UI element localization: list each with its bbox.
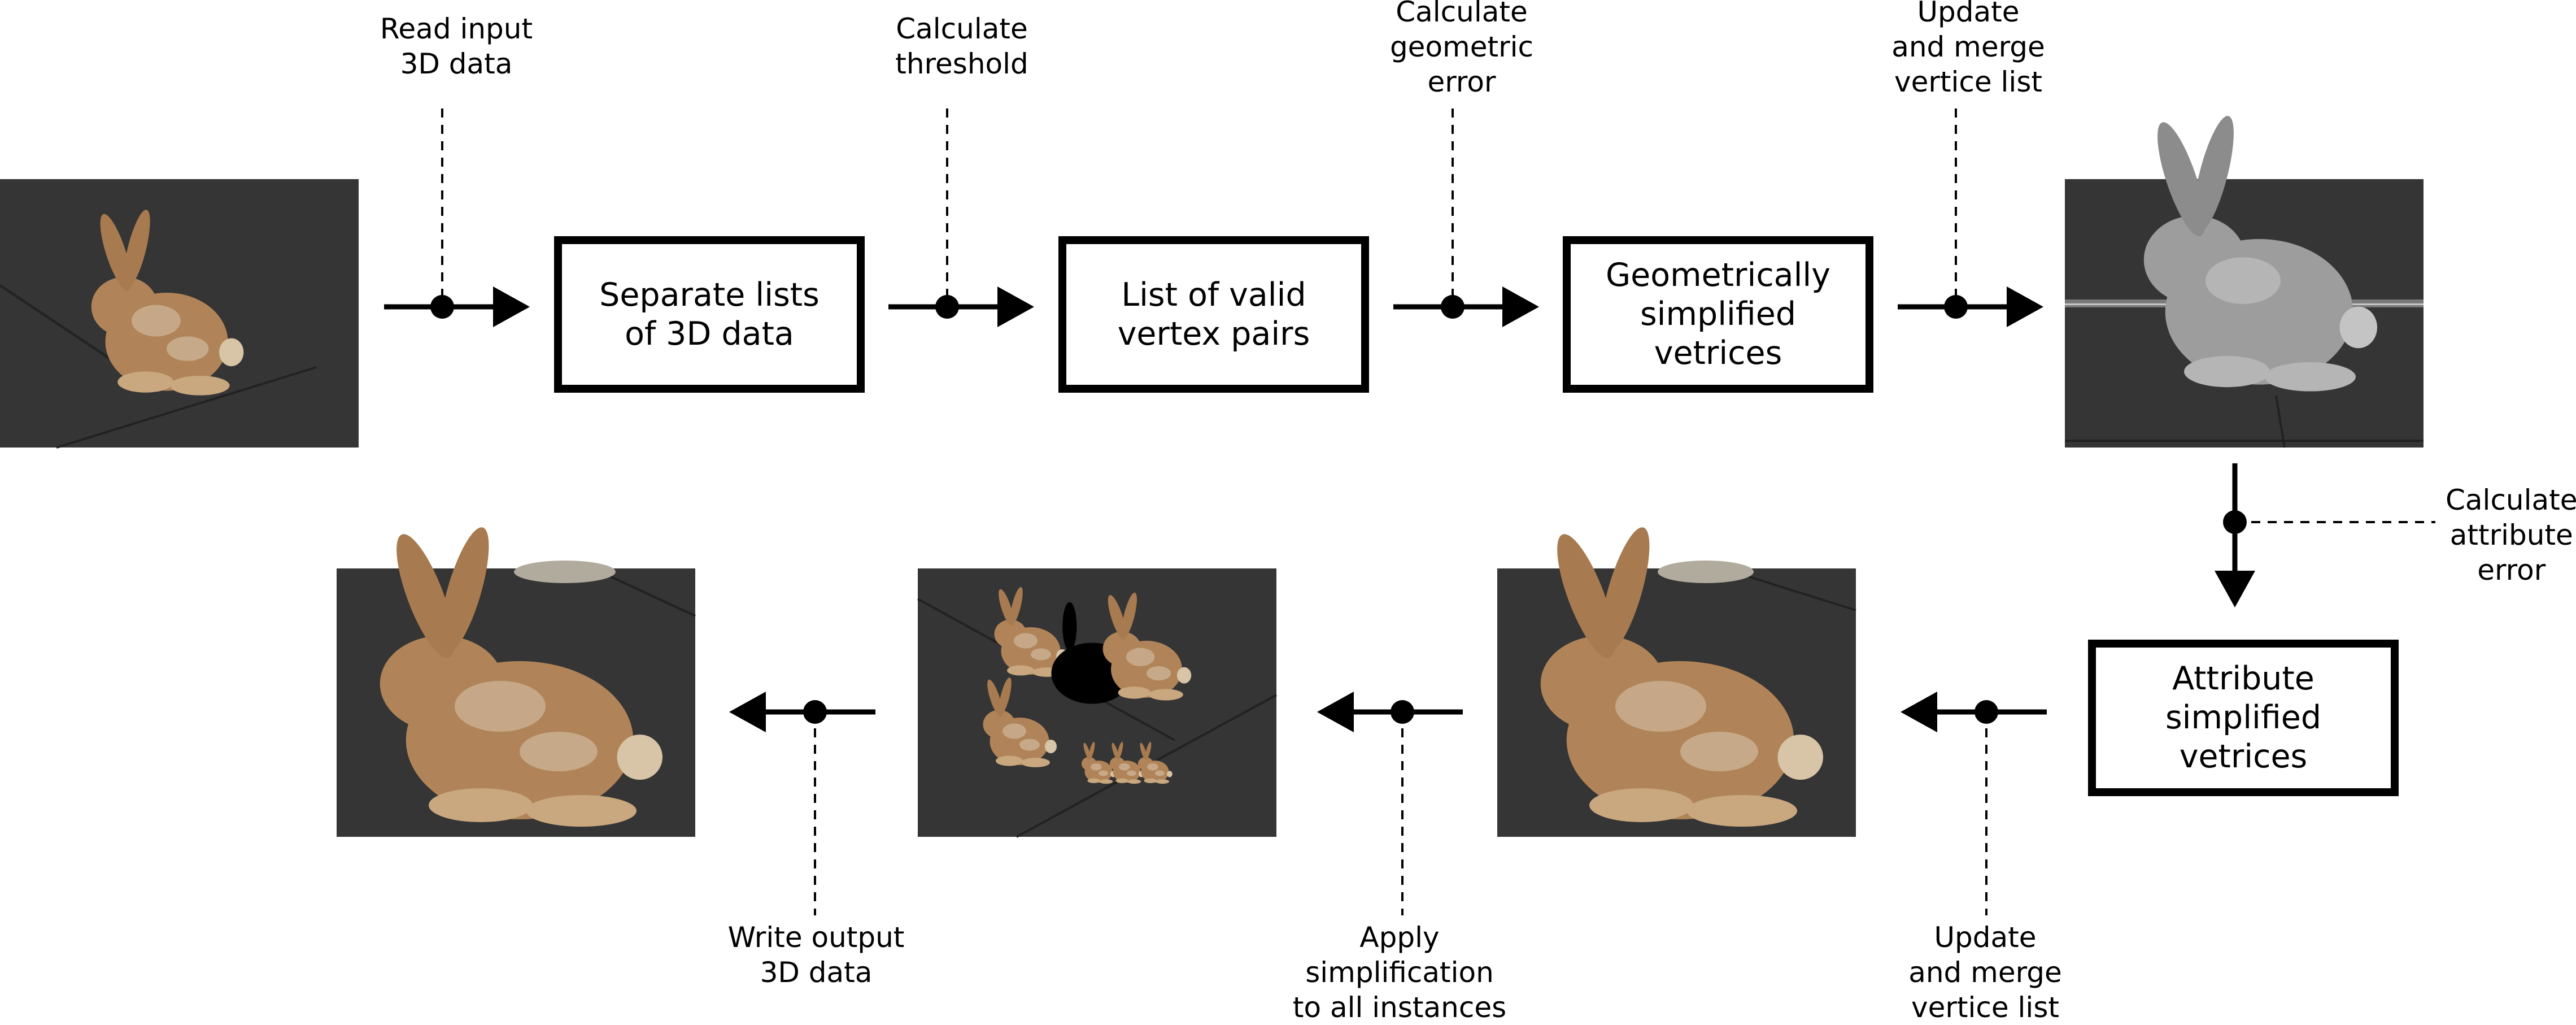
connector-attribute-error	[2215, 463, 2435, 607]
box-separate-lists: Separate lists of 3D data	[554, 236, 865, 393]
label-calculate-threshold: Calculate threshold	[895, 11, 1028, 81]
label-apply-instances: Apply simplification to all instances	[1293, 920, 1506, 1025]
connector-threshold	[888, 108, 1034, 327]
label-update-merge-top: Update and merge vertice list	[1891, 0, 2045, 99]
connector-update-merge-top	[1898, 108, 2043, 327]
connector-apply-instances	[1317, 692, 1463, 915]
label-calculate-geometric-error: Calculate geometric error	[1390, 0, 1533, 99]
connector-write-output	[729, 692, 875, 915]
connector-read-input	[384, 108, 530, 327]
output-model-image	[337, 524, 695, 837]
box-geometrically-simplified: Geometrically simplified vetrices	[1563, 236, 1873, 393]
input-model-image	[0, 179, 359, 448]
connector-update-merge-bottom	[1901, 692, 2047, 915]
geometric-result-image	[2065, 113, 2424, 448]
label-write-output: Write output 3D data	[728, 920, 905, 990]
instances-image	[918, 568, 1276, 837]
label-calculate-attribute-error: Calculate attribute error	[2446, 483, 2576, 588]
attribute-result-image	[1497, 524, 1856, 837]
label-read-input: Read input 3D data	[380, 11, 533, 81]
label-update-merge-bottom: Update and merge vertice list	[1908, 920, 2062, 1025]
box-attribute-simplified: Attribute simplified vetrices	[2088, 640, 2399, 796]
box-valid-vertex-pairs: List of valid vertex pairs	[1058, 236, 1369, 393]
connector-geometric-error	[1393, 108, 1539, 327]
